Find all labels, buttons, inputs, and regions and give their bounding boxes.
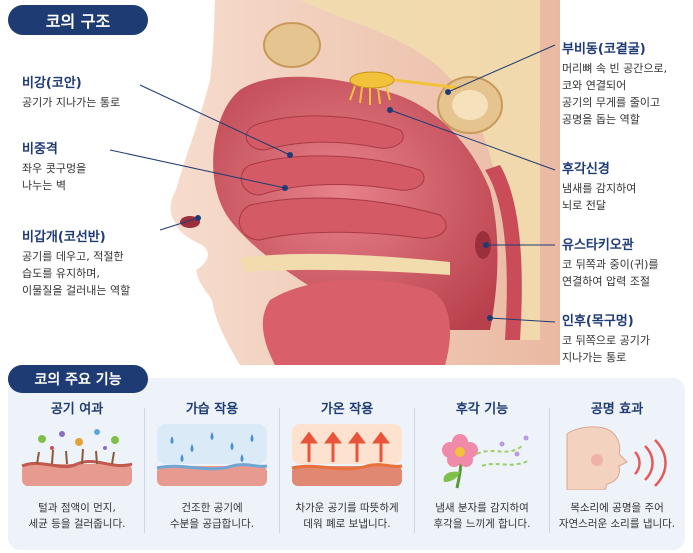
label-desc-line: 코 뒤쪽과 중이(귀)를 — [562, 258, 659, 271]
inferior-turbinate — [239, 197, 447, 241]
function-desc-line: 차가운 공기를 따뜻하게 — [295, 502, 399, 514]
label-desc-line: 공명을 돕는 역할 — [562, 113, 640, 126]
label-desc-line: 머리뼈 속 빈 공간으로, — [562, 62, 668, 75]
function-title: 공명 효과 — [590, 402, 644, 417]
label-title: 유스타키오관 — [562, 238, 634, 253]
frontal-sinus — [263, 22, 321, 68]
dot-eustachian — [483, 242, 489, 248]
dot-turbinate — [195, 215, 201, 221]
warm-air-icon — [291, 424, 403, 486]
leader-nasopharynx — [489, 317, 556, 323]
filter-icon — [21, 429, 133, 486]
function-desc-line: 세균 등을 걸러줍니다. — [28, 518, 126, 530]
label-nasopharynx: 인후(목구멍) 코 뒤쪽으로 공기가 지나가는 통로 — [562, 310, 650, 366]
label-desc-line: 뇌로 전달 — [562, 199, 606, 212]
label-desc-line: 공기가 지나가는 통로 — [22, 96, 121, 109]
divider — [279, 408, 280, 533]
function-desc-line: 데워 폐로 보냅니다. — [303, 518, 391, 530]
function-card-filter: 공기 여과 털과 점액이 먼지, 세균 등을 걸러줍니다. — [10, 398, 144, 548]
function-desc-line: 후각을 느끼게 합니다. — [433, 518, 531, 530]
label-desc-line: 지나가는 통로 — [562, 351, 627, 364]
label-eustachian: 유스타키오관 코 뒤쪽과 중이(귀)를 연결하여 압력 조절 — [562, 234, 659, 290]
divider — [414, 408, 415, 533]
label-title: 부비동(코곁굴) — [562, 42, 646, 57]
function-title: 가습 작용 — [185, 402, 239, 417]
label-desc-line: 습도를 유지하며, — [22, 267, 100, 280]
function-desc-line: 냄새 분자를 감지하여 — [435, 502, 529, 514]
label-desc-line: 코 뒤쪽으로 공기가 — [562, 334, 650, 347]
label-desc-line: 연결하여 압력 조절 — [562, 275, 650, 288]
leader-olfactory — [389, 109, 556, 171]
label-desc-line: 냄새를 감지하여 — [562, 182, 637, 195]
label-desc-line: 나누는 벽 — [22, 179, 66, 192]
function-desc-line: 털과 점액이 먼지, — [38, 502, 116, 514]
tongue — [262, 279, 450, 365]
nose-anatomy-diagram — [109, 0, 560, 365]
leader-turbinate — [159, 217, 199, 231]
olfactory-nerve-icon — [349, 71, 461, 105]
label-desc-line: 코와 연결되어 — [562, 79, 627, 92]
leader-septum — [109, 149, 286, 189]
voice-resonance-icon — [566, 426, 667, 490]
superior-turbinate — [245, 115, 404, 151]
label-olfactory: 후각신경 냄새를 감지하여 뇌로 전달 — [562, 158, 636, 214]
label-desc-line: 공기를 데우고, 적절한 — [22, 250, 124, 263]
leader-sinus — [447, 44, 556, 93]
function-title: 가온 작용 — [320, 402, 374, 417]
label-title: 후각신경 — [562, 162, 610, 177]
hard-palate — [240, 253, 450, 275]
label-nasal-cavity: 비강(코안) 공기가 지나가는 통로 — [22, 72, 120, 111]
label-sinus: 부비동(코곁굴) 머리뼈 속 빈 공간으로, 코와 연결되어 공기의 무게를 줄… — [562, 38, 667, 128]
function-card-humidify: 가습 작용 건조한 공기에 수분을 공급합니다. — [145, 398, 279, 548]
function-title: 공기 여과 — [50, 402, 104, 417]
label-desc-line: 공기의 무게를 줄이고 — [562, 96, 661, 109]
middle-turbinate — [240, 155, 425, 196]
functions-panel: 공기 여과 털과 점액이 먼지, 세균 등을 걸러줍니다. 가습 작용 건 — [8, 378, 685, 550]
pharynx-wall — [485, 165, 522, 340]
flower-icon — [442, 434, 531, 489]
dot-nasal-cavity — [287, 152, 293, 158]
label-title: 비갑개(코선반) — [22, 230, 106, 245]
dot-nasopharynx — [487, 315, 493, 321]
divider — [549, 408, 550, 533]
label-septum: 비중격 좌우 콧구멍을 나누는 벽 — [22, 138, 86, 194]
label-title: 비강(코안) — [22, 76, 82, 91]
function-desc-line: 수분을 공급합니다. — [170, 518, 254, 530]
page-title: 코의 구조 — [8, 5, 148, 35]
function-desc-line: 목소리에 공명을 주어 — [570, 502, 664, 514]
function-card-warm: 가온 작용 차가운 공기를 따뜻하게 데워 폐로 보냅니다. — [280, 398, 414, 548]
divider — [144, 408, 145, 533]
dot-septum — [282, 185, 288, 191]
functions-section-title: 코의 주요 기능 — [8, 365, 148, 393]
humidify-icon — [156, 424, 268, 486]
sphenoid-sinus-inner — [452, 90, 488, 120]
label-desc-line: 이물질을 걸러내는 역할 — [22, 284, 131, 297]
dot-sinus — [445, 89, 451, 95]
label-desc-line: 좌우 콧구멍을 — [22, 162, 87, 175]
function-desc-line: 건조한 공기에 — [181, 502, 243, 514]
label-title: 인후(목구멍) — [562, 314, 634, 329]
label-title: 비중격 — [22, 142, 58, 157]
function-desc-line: 자연스러운 소리를 냅니다. — [558, 518, 676, 530]
leader-nasal-cavity — [139, 84, 291, 156]
function-title: 후각 기능 — [455, 402, 509, 417]
dot-olfactory — [387, 107, 393, 113]
function-card-resonance: 공명 효과 목소리에 공명을 주어 자연스러운 소리를 냅니다. — [550, 398, 684, 548]
function-card-smell: 후각 기능 냄새 분자를 감지하여 후각을 느끼게 합니다. — [415, 398, 549, 548]
label-turbinate: 비갑개(코선반) 공기를 데우고, 적절한 습도를 유지하며, 이물질을 걸러내… — [22, 226, 130, 299]
